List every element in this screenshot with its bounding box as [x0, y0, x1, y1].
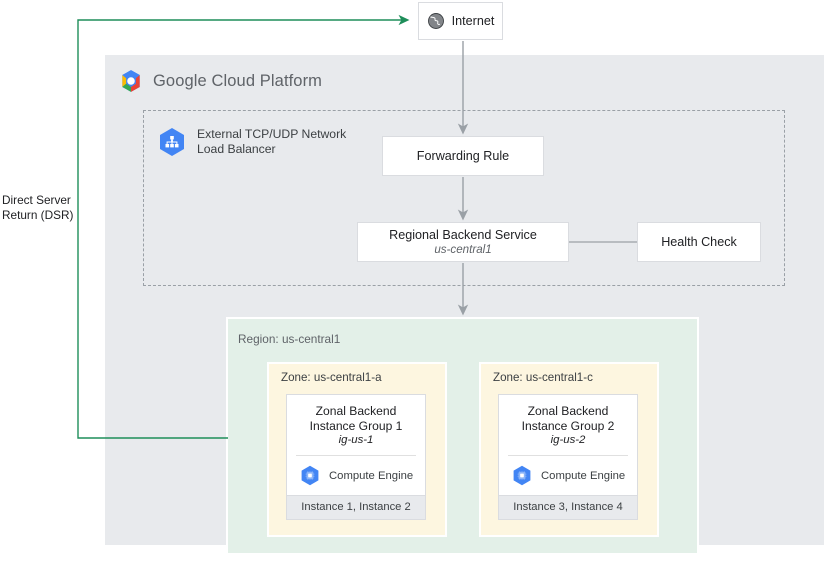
instance-group-2-header: Zonal Backend Instance Group 2 ig-us-2: [499, 395, 637, 455]
backend-service-label: Regional Backend Service: [389, 228, 537, 242]
forwarding-rule-node[interactable]: Forwarding Rule: [382, 136, 544, 176]
load-balancer-label-group: External TCP/UDP Network Load Balancer: [158, 127, 378, 157]
gcp-title-rest: Cloud Platform: [206, 71, 323, 90]
instance-group-card-2[interactable]: Zonal Backend Instance Group 2 ig-us-2 C…: [498, 394, 638, 520]
backend-service-node[interactable]: Regional Backend Service us-central1: [357, 222, 569, 262]
instance-group-2-title-line1: Zonal Backend: [527, 404, 609, 418]
health-check-label: Health Check: [661, 235, 737, 249]
internet-label: Internet: [451, 14, 495, 28]
gcp-title-bold: Google: [153, 71, 207, 90]
dsr-label-line2: Return (DSR): [2, 208, 74, 222]
instance-group-1-header: Zonal Backend Instance Group 1 ig-us-1: [287, 395, 425, 455]
instance-group-1-title-line1: Zonal Backend: [315, 404, 397, 418]
gcp-branding: Google Cloud Platform: [118, 68, 322, 94]
google-cloud-hexagon-logo-icon: [122, 70, 140, 92]
instance-group-2-service-label: Compute Engine: [541, 469, 626, 482]
instance-group-1-name: ig-us-1: [338, 434, 374, 446]
instance-group-1-compute-engine-row: Compute Engine: [287, 456, 425, 495]
instance-group-2-compute-engine-row: Compute Engine: [499, 456, 637, 495]
zone-label-us-central1-a: Zone: us-central1-a: [281, 371, 382, 384]
instance-group-2-divider: [508, 455, 628, 456]
zone-label-us-central1-c: Zone: us-central1-c: [493, 371, 593, 384]
instance-group-1-divider: [296, 455, 416, 456]
instance-group-1-instances: Instance 1, Instance 2: [287, 495, 425, 519]
health-check-node[interactable]: Health Check: [637, 222, 761, 262]
direct-server-return-label: Direct Server Return (DSR): [2, 193, 74, 223]
instance-group-1-title-line2: Instance Group 1: [309, 418, 403, 433]
internet-node[interactable]: Internet: [418, 2, 503, 40]
load-balancer-label: External TCP/UDP Network Load Balancer: [197, 127, 346, 157]
forwarding-rule-label: Forwarding Rule: [416, 149, 510, 163]
load-balancer-label-line2: Load Balancer: [197, 142, 276, 156]
load-balancer-label-line1: External TCP/UDP Network: [197, 127, 347, 141]
backend-service-sublabel: us-central1: [434, 243, 492, 256]
globe-icon: [426, 13, 444, 29]
instance-group-card-1[interactable]: Zonal Backend Instance Group 1 ig-us-1 C…: [286, 394, 426, 520]
instance-group-2-instances: Instance 3, Instance 4: [499, 495, 637, 519]
network-load-balancer-icon: [160, 128, 184, 156]
compute-engine-icon: [513, 465, 531, 486]
compute-engine-icon: [301, 465, 319, 486]
instance-group-1-service-label: Compute Engine: [329, 469, 414, 482]
instance-group-2-name: ig-us-2: [550, 434, 586, 446]
region-label: Region: us-central1: [238, 332, 341, 346]
dsr-label-line1: Direct Server: [2, 193, 71, 207]
instance-group-2-title-line2: Instance Group 2: [521, 418, 615, 433]
gcp-title: Google Cloud Platform: [153, 72, 322, 91]
